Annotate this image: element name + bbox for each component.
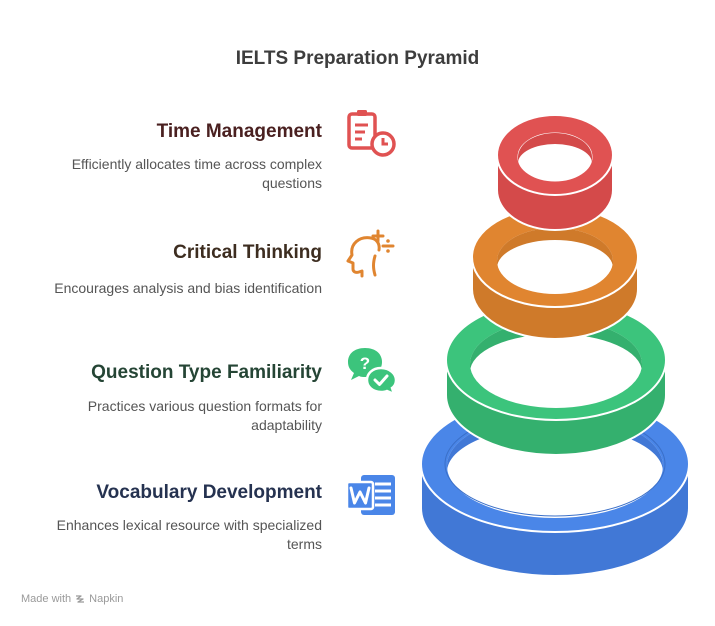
time-management-title: Time Management xyxy=(156,121,322,142)
question-type-desc: Practices various question formats for a… xyxy=(87,398,322,433)
question-type-title: Question Type Familiarity xyxy=(91,362,322,383)
napkin-brand: Napkin xyxy=(89,593,124,605)
ring-time-management xyxy=(496,114,614,231)
ring-critical-thinking xyxy=(471,206,639,340)
clipboard-clock-icon xyxy=(347,110,396,157)
napkin-logo-icon xyxy=(76,595,85,603)
made-with-label: Made with xyxy=(21,593,72,605)
time-management-desc: Efficiently allocates time across comple… xyxy=(71,156,322,191)
critical-thinking-desc: Encourages analysis and bias identificat… xyxy=(54,280,322,296)
head-thinking-icon xyxy=(346,229,395,278)
vocabulary-desc: Enhances lexical resource with specializ… xyxy=(56,517,322,552)
chat-question-check-icon: ? xyxy=(348,348,398,396)
diagram-title: IELTS Preparation Pyramid xyxy=(235,48,480,69)
footer-attribution: Made with Napkin xyxy=(21,593,123,605)
critical-thinking-title: Critical Thinking xyxy=(173,242,322,263)
ring-question-type xyxy=(445,299,667,456)
word-document-icon xyxy=(345,475,395,515)
svg-text:?: ? xyxy=(360,354,370,373)
vocabulary-title: Vocabulary Development xyxy=(96,482,322,503)
